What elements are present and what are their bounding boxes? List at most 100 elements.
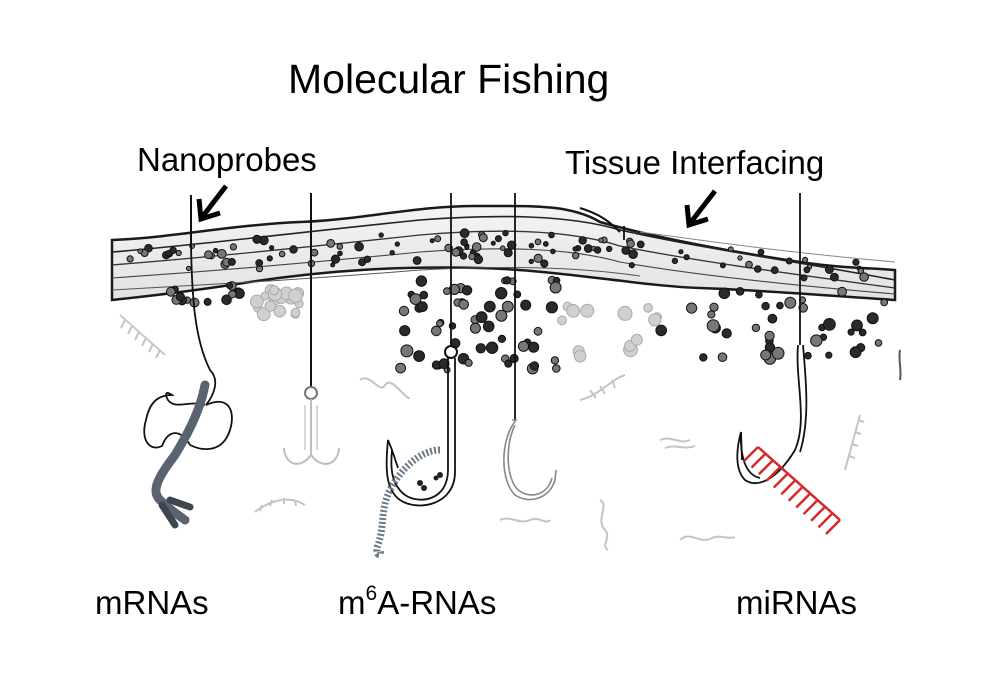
cell — [784, 296, 797, 309]
m6a-suffix: A-RNAs — [377, 584, 497, 621]
cell — [628, 262, 635, 269]
cell — [203, 297, 212, 306]
cell — [400, 344, 414, 358]
cell — [415, 275, 428, 287]
cell — [266, 255, 273, 262]
cell — [802, 256, 809, 263]
cell — [413, 350, 426, 363]
cell — [851, 319, 863, 332]
cell — [354, 241, 364, 252]
cell — [443, 287, 451, 296]
cell — [678, 249, 684, 255]
m6a-strand — [373, 446, 441, 559]
cell — [578, 236, 587, 245]
mrna-strand — [151, 380, 210, 525]
faded-treble-hook — [283, 386, 340, 465]
cell — [398, 305, 410, 317]
mirna-strand — [743, 446, 841, 535]
cell — [464, 358, 473, 367]
cell — [540, 259, 549, 268]
cell — [859, 272, 869, 282]
cell — [803, 266, 811, 274]
cell — [378, 232, 384, 238]
cell — [764, 330, 775, 341]
cell — [707, 310, 716, 319]
mirna-label: miRNAs — [736, 584, 857, 621]
cell — [475, 311, 488, 324]
cell — [686, 302, 698, 314]
cell — [655, 324, 668, 337]
cell — [438, 358, 450, 370]
cell — [593, 246, 602, 254]
cell — [175, 292, 185, 302]
m6a-rna-label: m6A-RNAs — [338, 582, 497, 622]
m6a-hook — [373, 345, 458, 559]
cell — [671, 257, 679, 265]
tissue-interfacing-arrow-icon — [684, 189, 717, 229]
cell — [745, 260, 753, 269]
cell — [849, 346, 862, 359]
cell — [529, 361, 540, 371]
cell — [434, 235, 442, 243]
cell — [289, 245, 298, 254]
cell — [269, 285, 280, 296]
cell — [549, 281, 562, 294]
cell — [626, 239, 635, 248]
cell — [800, 274, 808, 282]
cell — [557, 315, 567, 326]
cell — [204, 250, 213, 260]
cell — [264, 300, 276, 312]
cell — [709, 302, 719, 312]
cell — [394, 241, 400, 247]
cell — [572, 246, 578, 252]
cell — [735, 287, 745, 296]
cell — [494, 235, 502, 243]
cell — [137, 248, 143, 254]
cell — [310, 248, 319, 257]
cell — [852, 258, 860, 266]
mrna-probe — [143, 244, 233, 529]
cell — [528, 242, 535, 249]
cell — [776, 301, 784, 310]
cell — [823, 318, 836, 331]
cell — [436, 319, 444, 328]
figure-title: Molecular Fishing — [288, 56, 610, 102]
cell — [598, 237, 604, 243]
cell — [717, 352, 728, 363]
cell — [830, 272, 839, 282]
cell — [517, 340, 530, 352]
cell — [126, 255, 134, 263]
cell — [252, 234, 262, 244]
cell — [718, 287, 731, 300]
cell — [326, 239, 336, 248]
cell — [468, 252, 476, 261]
cell — [533, 253, 543, 263]
cell — [399, 325, 411, 337]
cell — [499, 245, 506, 251]
cell — [550, 248, 556, 255]
cell — [475, 343, 486, 354]
cell — [225, 282, 234, 290]
cell — [874, 339, 883, 347]
cell — [451, 247, 461, 257]
cell — [636, 240, 645, 249]
cell — [721, 328, 732, 339]
cell — [483, 300, 496, 313]
cell — [482, 320, 495, 333]
cell — [824, 265, 834, 274]
cell — [648, 313, 662, 327]
tissue-cells — [126, 228, 869, 282]
cell — [485, 341, 499, 354]
cell — [478, 233, 488, 243]
cell — [288, 288, 303, 304]
tissue-interfacing-label: Tissue Interfacing — [565, 144, 825, 181]
cell — [461, 285, 473, 296]
cell — [550, 356, 560, 365]
cell — [606, 245, 613, 253]
cell — [175, 249, 182, 257]
background-rna-fragments — [119, 314, 902, 551]
cell — [412, 256, 422, 265]
nanoprobe-lines — [190, 193, 801, 420]
cell — [169, 246, 177, 255]
